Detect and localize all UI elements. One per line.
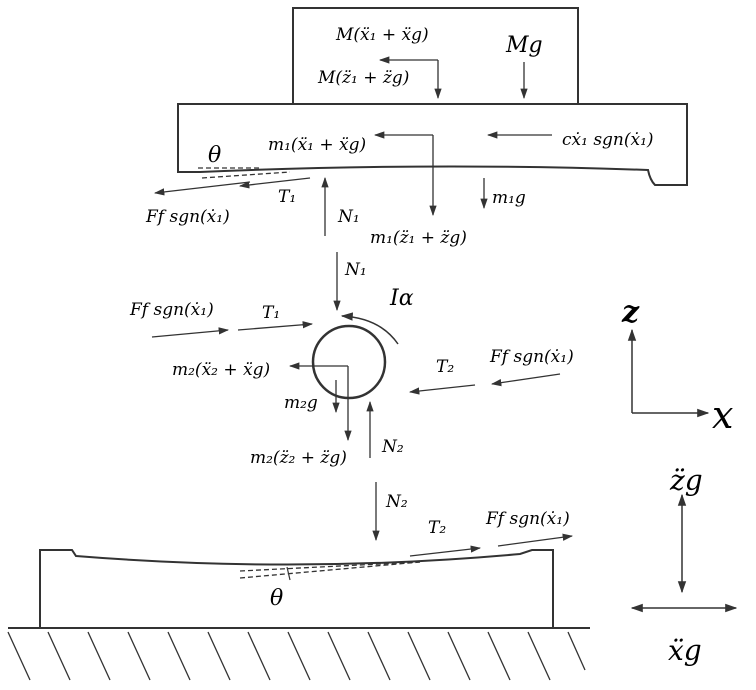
label-m2-horizontal: m₂(ẍ₂ + ẍg) [172, 360, 270, 380]
theta-tangent-line-bottom [239, 561, 421, 579]
arrow-Ff-ball-left [151, 327, 230, 338]
arrow-T1-top [238, 177, 311, 189]
upper-slider-block [177, 103, 688, 186]
label-N2-bottom: N₂ [385, 492, 408, 512]
label-m1g: m₁g [492, 188, 526, 208]
arrow-Ff-ball-right [490, 373, 561, 387]
lower-slider-block [39, 549, 554, 628]
arrow-Ff-bottom [497, 533, 574, 547]
label-m2g: m₂g [284, 393, 318, 413]
label-theta-top: θ [208, 143, 221, 168]
label-Ff-ball-left: Ff sgn(ẋ₁) [129, 300, 214, 320]
label-Ff-bottom: Ff sgn(ẋ₁) [485, 509, 570, 529]
label-Ff-ball-right: Ff sgn(ẋ₁) [489, 347, 574, 367]
theta-reference-line-bottom [239, 561, 421, 572]
label-T2-bottom: T₂ [428, 518, 446, 538]
label-ground-x: ẍg [668, 634, 702, 667]
label-T1-ball: T₁ [262, 303, 280, 323]
theta-angle-mark-bottom [286, 566, 291, 581]
label-N1-ball: N₁ [344, 260, 367, 280]
label-I-alpha: Iα [389, 286, 414, 311]
label-Ff-top: Ff sgn(ẋ₁) [145, 207, 230, 227]
arrow-T1-ball [237, 321, 314, 331]
theta-tangent-line-top [201, 171, 291, 179]
label-m2-vertical: m₂(z̈₂ + z̈g) [250, 448, 347, 468]
label-m1-vertical: m₁(z̈₁ + z̈g) [370, 228, 467, 248]
I-alpha-arc-arrow [340, 312, 399, 345]
rolling-ball [311, 324, 387, 400]
arrow-Ff-top [153, 181, 251, 196]
label-m1-horizontal: m₁(ẍ₁ + ẍg) [268, 135, 366, 155]
label-axis-z: z [621, 295, 640, 330]
label-T1-top: T₁ [278, 187, 296, 207]
label-M-vertical: M(z̈₁ + z̈g) [317, 68, 409, 88]
label-T2-ball: T₂ [436, 357, 454, 377]
arrow-T2-bottom [409, 545, 482, 557]
arrow-T2-ball [408, 384, 476, 395]
ground-hatching [7, 631, 586, 681]
label-axis-x: x [712, 393, 733, 437]
label-N2-ball: N₂ [381, 437, 404, 457]
label-ground-z: z̈g [669, 464, 703, 497]
label-Mg: Mg [505, 33, 543, 58]
label-damping: cẋ₁ sgn(ẋ₁) [562, 130, 654, 150]
label-M-horizontal: M(ẍ₁ + ẍg) [335, 25, 429, 45]
label-N1-top: N₁ [337, 207, 360, 227]
label-theta-bottom: θ [270, 586, 283, 611]
